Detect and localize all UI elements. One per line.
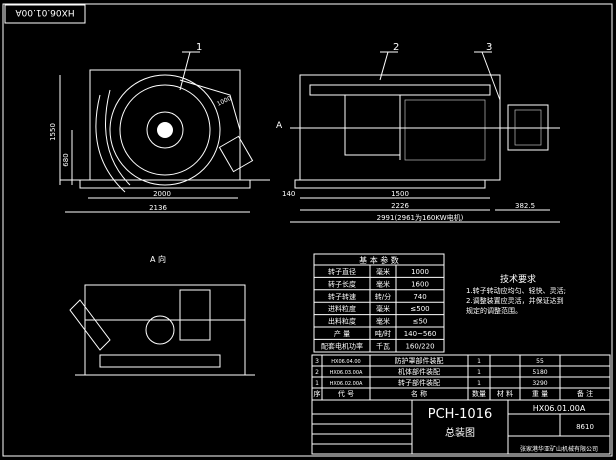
tech-req-line-2: 2.调整装置应灵活，并保证达到 — [466, 296, 564, 305]
drawing-number: HX06.01.00A — [533, 404, 586, 413]
param-value: 1600 — [411, 280, 429, 288]
bom-name: 转子部件装配 — [398, 378, 440, 387]
bom-code: HX06.02.00A — [330, 381, 363, 387]
drawing-border — [2, 3, 613, 457]
dim-1500: 1500 — [391, 190, 409, 198]
param-name: 转子长度 — [328, 279, 356, 288]
param-name: 产 量 — [334, 329, 350, 338]
param-unit: 毫米 — [376, 267, 390, 276]
param-value: 1000 — [411, 268, 429, 276]
rotated-drawing-number: HX06.01.00A — [15, 7, 75, 17]
tech-req-line-1: 1.转子转动应均匀、轻快、灵活; — [466, 286, 566, 295]
bom-weight: 3290 — [532, 380, 547, 387]
param-table-title: 基 本 参 数 — [359, 255, 399, 265]
param-value: 140~560 — [404, 330, 437, 338]
bom-index: 1 — [315, 380, 319, 387]
tech-req-line-3: 规定的调整范围。 — [466, 306, 522, 315]
dim-1550: 1550 — [49, 123, 57, 141]
param-unit: 毫米 — [376, 304, 390, 313]
param-name: 进料粒度 — [328, 304, 356, 313]
bom-header: 材 料 — [497, 389, 513, 398]
bom-header: 名 称 — [411, 389, 427, 398]
param-unit: 千瓦 — [376, 341, 390, 350]
dim-arc-1000: 1000 — [216, 95, 233, 108]
bom-header: 备 注 — [577, 389, 593, 398]
bom-header: 数量 — [472, 389, 486, 398]
side-view — [290, 74, 560, 189]
param-name: 配套电机功率 — [321, 341, 363, 350]
section-marker-a: A — [276, 121, 283, 131]
param-name: 转子直径 — [328, 267, 356, 276]
param-unit: 转/分 — [375, 292, 391, 301]
dim-140: 140 — [282, 190, 295, 198]
param-unit: 毫米 — [376, 279, 390, 288]
param-value: ≤50 — [413, 318, 428, 326]
bom-weight: 5180 — [532, 369, 547, 376]
bom-header: 重 量 — [532, 390, 548, 398]
param-value: 160/220 — [405, 342, 434, 350]
dim-2000: 2000 — [153, 190, 171, 198]
bom-weight: 55 — [536, 358, 544, 365]
aux-view-title: A 向 — [150, 254, 166, 264]
dim-680: 680 — [62, 153, 70, 166]
product-model: PCH-1016 — [428, 407, 492, 422]
tech-req-title: 技术要求 — [500, 273, 536, 285]
bom-qty: 1 — [477, 380, 481, 387]
company-name: 张家港华亚矿山机械有限公司 — [520, 445, 598, 453]
dim-2226: 2226 — [391, 202, 409, 210]
dim-382: 382.5 — [515, 202, 535, 210]
param-table — [313, 253, 445, 353]
param-name: 出料粒度 — [328, 317, 356, 326]
param-unit: 毫米 — [376, 317, 390, 326]
bom-header: 代 号 — [338, 389, 354, 398]
drawing-name: 总装图 — [445, 426, 475, 439]
drawing-weight: 8610 — [576, 423, 594, 431]
param-value: 740 — [413, 293, 426, 301]
dim-2136: 2136 — [149, 204, 167, 212]
aux-view — [69, 284, 255, 376]
bom-index: 3 — [315, 358, 319, 365]
param-unit: 吨/时 — [375, 329, 391, 338]
param-value: ≤500 — [410, 305, 429, 313]
bom-code: HX06.04.00 — [331, 359, 360, 365]
callout-3: 3 — [486, 42, 492, 53]
bom-qty: 1 — [477, 369, 481, 376]
bom-code: HX06.03.00A — [330, 370, 363, 376]
callout-1: 1 — [196, 42, 202, 53]
bom-qty: 1 — [477, 358, 481, 365]
param-name: 转子转速 — [328, 292, 356, 301]
front-view — [60, 69, 270, 193]
bom-name: 防护罩部件装配 — [395, 356, 444, 365]
dim-total: 2991(2961为160KW电机) — [377, 213, 464, 222]
title-block — [311, 399, 611, 455]
rotated-tag-box — [4, 4, 86, 24]
bom-index: 2 — [315, 369, 319, 376]
bom-header-index: 序 — [314, 389, 321, 398]
bom-name: 机体部件装配 — [398, 367, 440, 376]
callout-2: 2 — [393, 42, 399, 53]
